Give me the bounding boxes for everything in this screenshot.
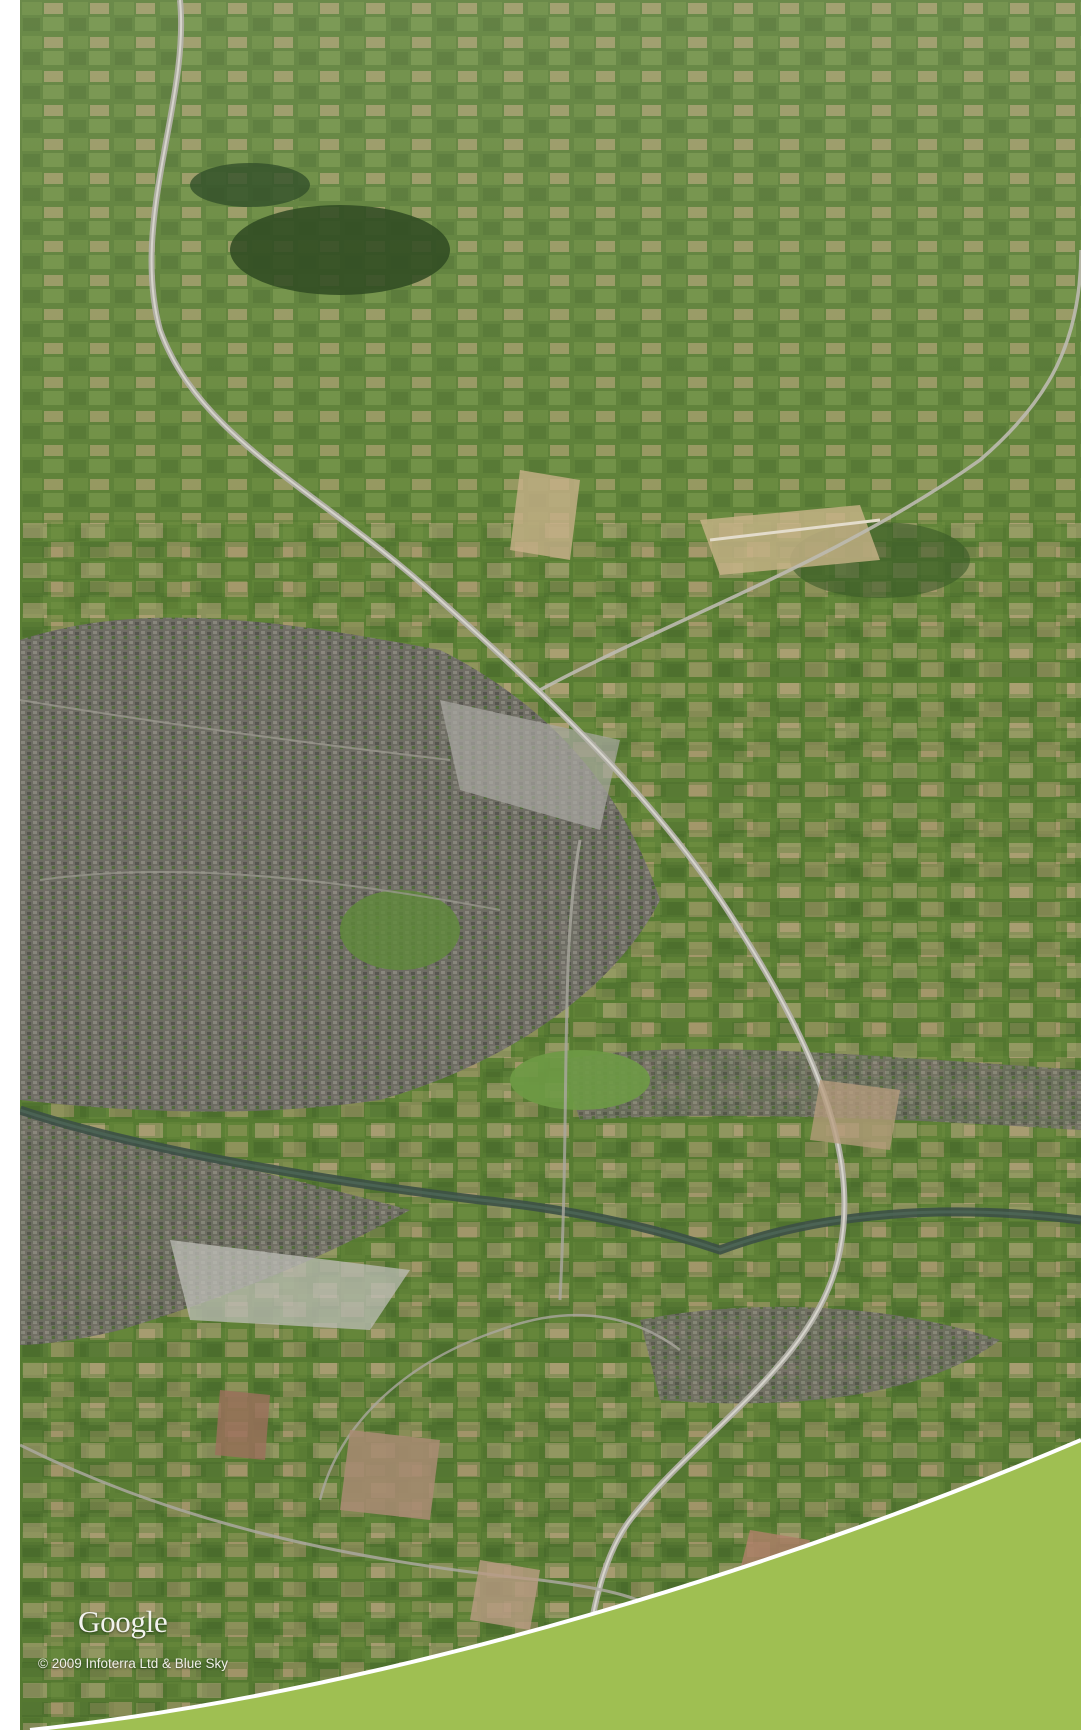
aerial-photo xyxy=(20,0,1081,1730)
page-margin xyxy=(0,0,20,1730)
copyright-text: © 2009 Infoterra Ltd & Blue Sky xyxy=(38,1656,229,1671)
google-logo: Google xyxy=(78,1604,168,1639)
